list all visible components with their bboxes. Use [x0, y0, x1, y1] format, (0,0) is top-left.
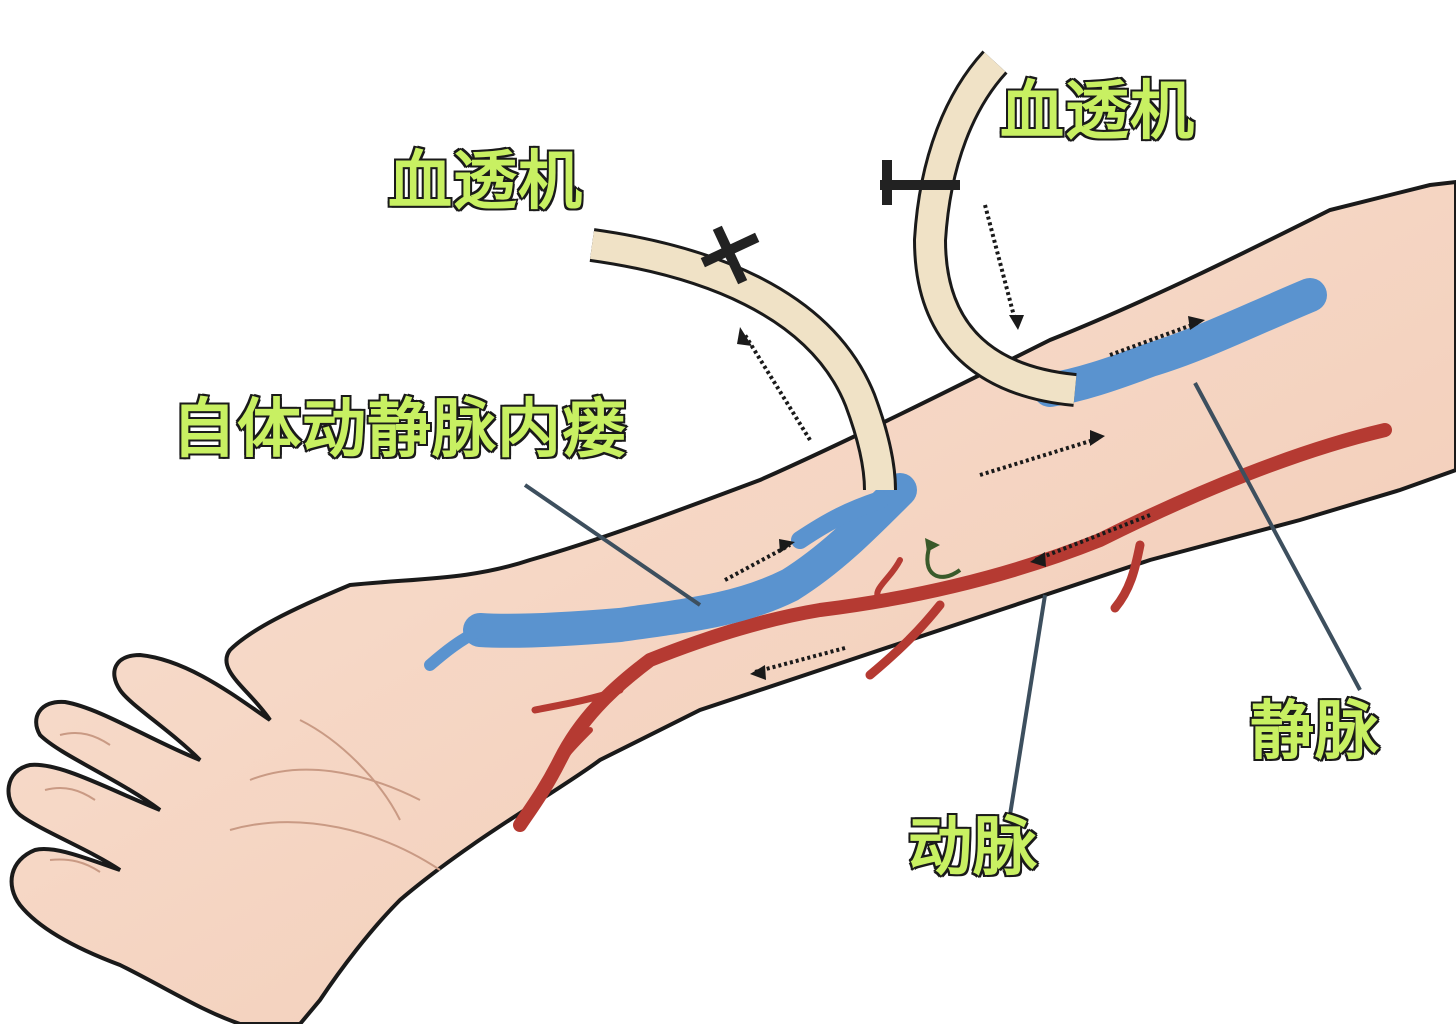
clamp-icon: [880, 160, 960, 205]
flow-arrowheads: [737, 315, 1205, 680]
artery-vessel: [513, 423, 1392, 832]
palm-creases: [44, 719, 441, 873]
curved-arrow-icon: [925, 544, 962, 579]
tube-left: [589, 228, 897, 491]
machine-label-right: 血透机: [999, 75, 1196, 149]
tube-right: [912, 50, 1077, 407]
vein-label: 静脉: [1249, 695, 1381, 769]
clamp-icon: [700, 225, 760, 285]
flow-arrow-icon: [724, 204, 1201, 674]
artery-label: 动脉: [907, 811, 1039, 885]
fistula-label: 自体动静脉内瘘: [171, 393, 628, 467]
vein-vessel: [424, 278, 1327, 671]
machine-label-left: 血透机: [387, 145, 584, 219]
leader-lines: [523, 382, 1362, 816]
